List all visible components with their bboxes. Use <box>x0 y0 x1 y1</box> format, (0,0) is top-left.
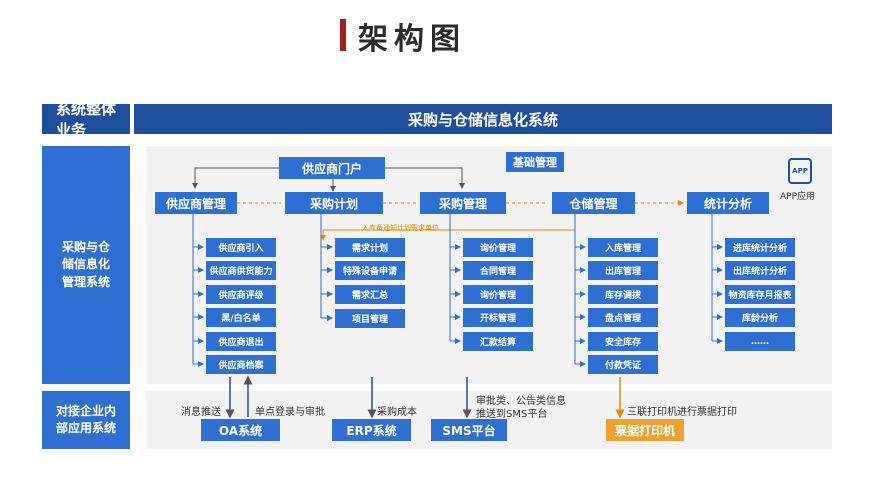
module-warehouse-management: 仓储管理 <box>552 192 635 214</box>
list-item: 特殊设备申请 <box>335 261 405 280</box>
list-item: 供应商评级 <box>206 285 276 304</box>
list-item: 供应商供货能力 <box>206 261 276 280</box>
integration-label-printer: 三联打印机进行票据打印 <box>627 407 737 418</box>
list-item: 黑/白名单 <box>206 308 276 327</box>
header-right-label: 采购与仓储信息化系统 <box>407 110 558 129</box>
side-label-system: 采购与仓 储信息化 管理系统 <box>42 146 130 384</box>
integration-label-sso: 单点登录与审批 <box>255 407 325 418</box>
list-item: 安全库存 <box>588 332 658 351</box>
list-item: 库龄分析 <box>725 308 795 327</box>
list-item: 进库统计分析 <box>725 238 795 257</box>
list-item: 需求汇总 <box>335 285 405 304</box>
list-item: 物资库存月报表 <box>725 285 795 304</box>
flow-note: 入库备通知计划需求单位 <box>362 224 439 232</box>
module-purchase-management: 采购管理 <box>420 192 506 214</box>
list-item: 出库统计分析 <box>725 261 795 280</box>
list-item: 需求计划 <box>335 238 405 257</box>
header-right: 采购与仓储信息化系统 <box>134 104 832 134</box>
list-item: 供应商退出 <box>206 332 276 351</box>
list-item: 询价管理 <box>463 285 533 304</box>
header-left-label: 系统整体业务 <box>56 100 117 139</box>
system-erp: ERP系统 <box>332 419 411 441</box>
list-item: 供应商档案 <box>206 355 276 374</box>
list-item: 汇款结算 <box>463 332 533 351</box>
module-purchase-plan: 采购计划 <box>285 192 383 214</box>
integration-label-cost: 采购成本 <box>377 407 417 418</box>
list-item: 盘点管理 <box>588 308 658 327</box>
list-item: 出库管理 <box>588 261 658 280</box>
list-item: 合同管理 <box>463 261 533 280</box>
module-supplier-management: 供应商管理 <box>155 192 237 214</box>
app-label: APP应用 <box>780 192 816 202</box>
integration-label-sms: 审批类、公告类信息 推送到SMS平台 <box>476 396 566 420</box>
base-management-box: 基础管理 <box>506 152 564 172</box>
list-item: 入库管理 <box>588 238 658 257</box>
page-title: 架构图 <box>358 22 466 57</box>
integration-label-message-push: 消息推送 <box>181 407 221 418</box>
list-item: 供应商引入 <box>206 238 276 257</box>
app-icon-text: APP <box>792 167 808 175</box>
system-printer: 票据打印机 <box>606 419 684 441</box>
list-item: …… <box>725 332 795 351</box>
system-sms: SMS平台 <box>431 419 507 441</box>
system-oa: OA系统 <box>201 419 280 441</box>
supplier-portal-box: 供应商门户 <box>279 157 385 179</box>
list-item: 项目管理 <box>335 309 405 328</box>
header-left: 系统整体业务 <box>42 100 130 139</box>
module-statistics: 统计分析 <box>687 192 769 214</box>
list-item: 付款凭证 <box>588 355 658 374</box>
list-item: 开标管理 <box>463 308 533 327</box>
app-icon: APP <box>788 158 812 184</box>
title-accent-bar <box>340 19 346 51</box>
list-item: 询价管理 <box>463 238 533 257</box>
side-label-integration: 对接企业内 部应用系统 <box>42 391 130 449</box>
list-item: 库存调拨 <box>588 285 658 304</box>
